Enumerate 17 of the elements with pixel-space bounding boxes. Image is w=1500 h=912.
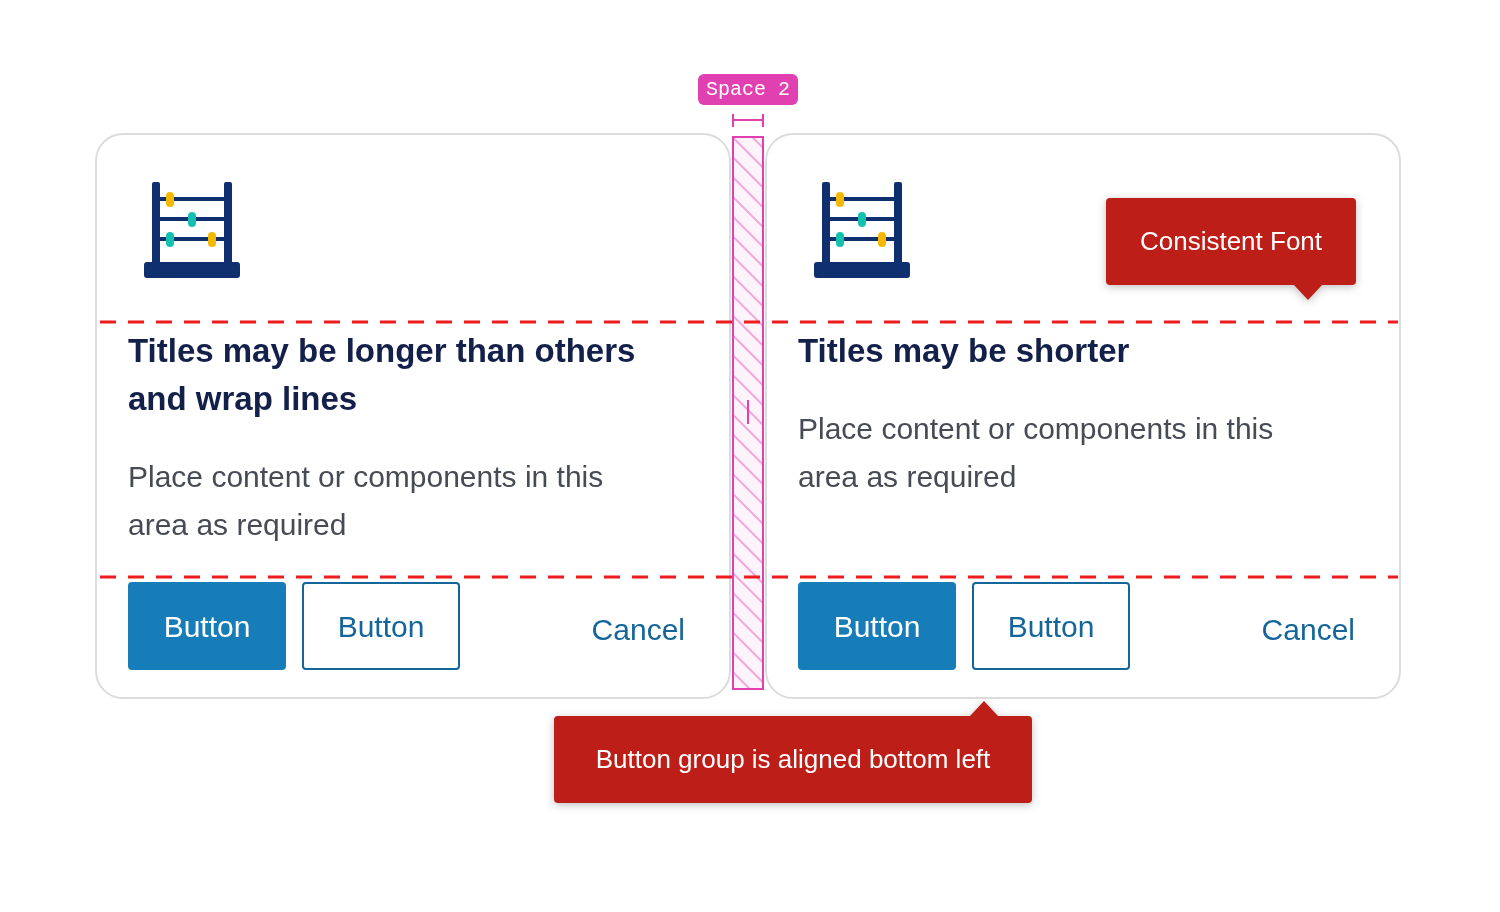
button: Button (972, 582, 1130, 670)
tooltip-callout (554, 700, 1032, 804)
button: Button (128, 582, 286, 670)
card-body-text: Place content or components in this area as required (128, 459, 605, 543)
tooltip-callout (1106, 198, 1356, 302)
card-title: Titles may be longer than others and wrap lines (128, 331, 637, 419)
card-title: Titles may be shorter (798, 331, 1131, 371)
callout-text: Consistent Font (1139, 225, 1323, 258)
card (95, 133, 731, 699)
card-body-text: Place content or components in this area as required (798, 411, 1275, 495)
button: Button (302, 582, 460, 670)
callout-text: Button group is aligned bottom left (595, 743, 991, 776)
cancel-link: Cancel (1261, 612, 1355, 648)
card (765, 133, 1401, 699)
cancel-link: Cancel (591, 612, 685, 648)
spacing-badge: Space 2 (698, 74, 798, 105)
button: Button (798, 582, 956, 670)
